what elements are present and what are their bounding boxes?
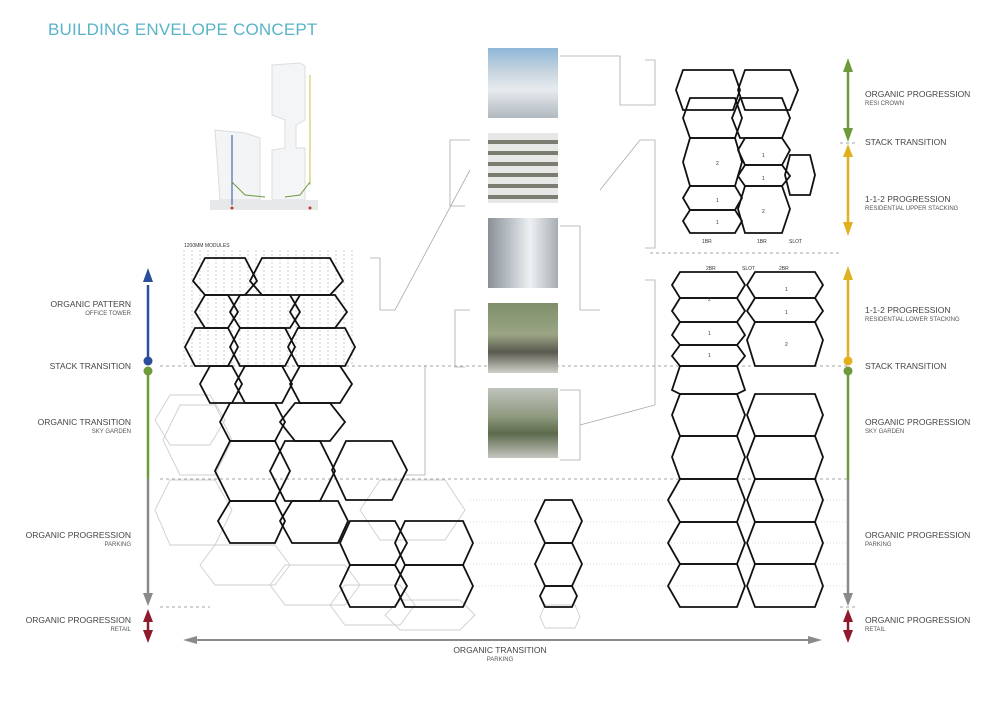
module-label: 1200MM MODULES [184,243,230,249]
unit-number: 1 [785,287,788,293]
label-stack-transition-upper: STACK TRANSITION [865,137,947,147]
unit-number: 2 [762,209,765,215]
sky-garden-lower-photo [488,388,558,458]
level-lines [160,142,855,608]
unit-number: 2 [708,297,711,303]
page-title: BUILDING ENVELOPE CONCEPT [48,20,318,39]
unit-label: 2BR [779,266,789,272]
unit-number: 1 [708,353,711,359]
upper-stacking-photo [488,133,558,203]
left-arrows [143,268,153,643]
right-arrows [843,58,853,643]
corner-facade-photo [488,218,558,288]
module-grid [183,250,353,366]
sky-garden-photo [488,303,558,373]
unit-number: 1 [785,310,788,316]
unit-number: 1 [716,198,719,204]
unit-number: 2 [716,161,719,167]
unit-label: 1BR [757,239,767,245]
bottom-arrow [183,636,822,644]
building-model [210,62,318,210]
connector-lines [370,55,656,476]
unit-number: 1 [762,153,765,159]
office-tower-hexes [183,257,583,608]
unit-number: 1 [762,176,765,182]
unit-number: 2 [785,342,788,348]
unit-label: SLOT [742,266,756,272]
resi-crown-photo [488,48,558,118]
label-stack-transition: STACK TRANSITION [49,361,131,371]
label-stack-transition-lower: STACK TRANSITION [865,361,947,371]
unit-label: 2BR [706,266,716,272]
residential-hexes [666,69,825,608]
unit-number: 1 [716,220,719,226]
unit-label: SLOT [789,239,803,245]
ghost-hexes [154,394,581,631]
unit-number: 1 [708,331,711,337]
unit-label: 1BR [702,239,712,245]
